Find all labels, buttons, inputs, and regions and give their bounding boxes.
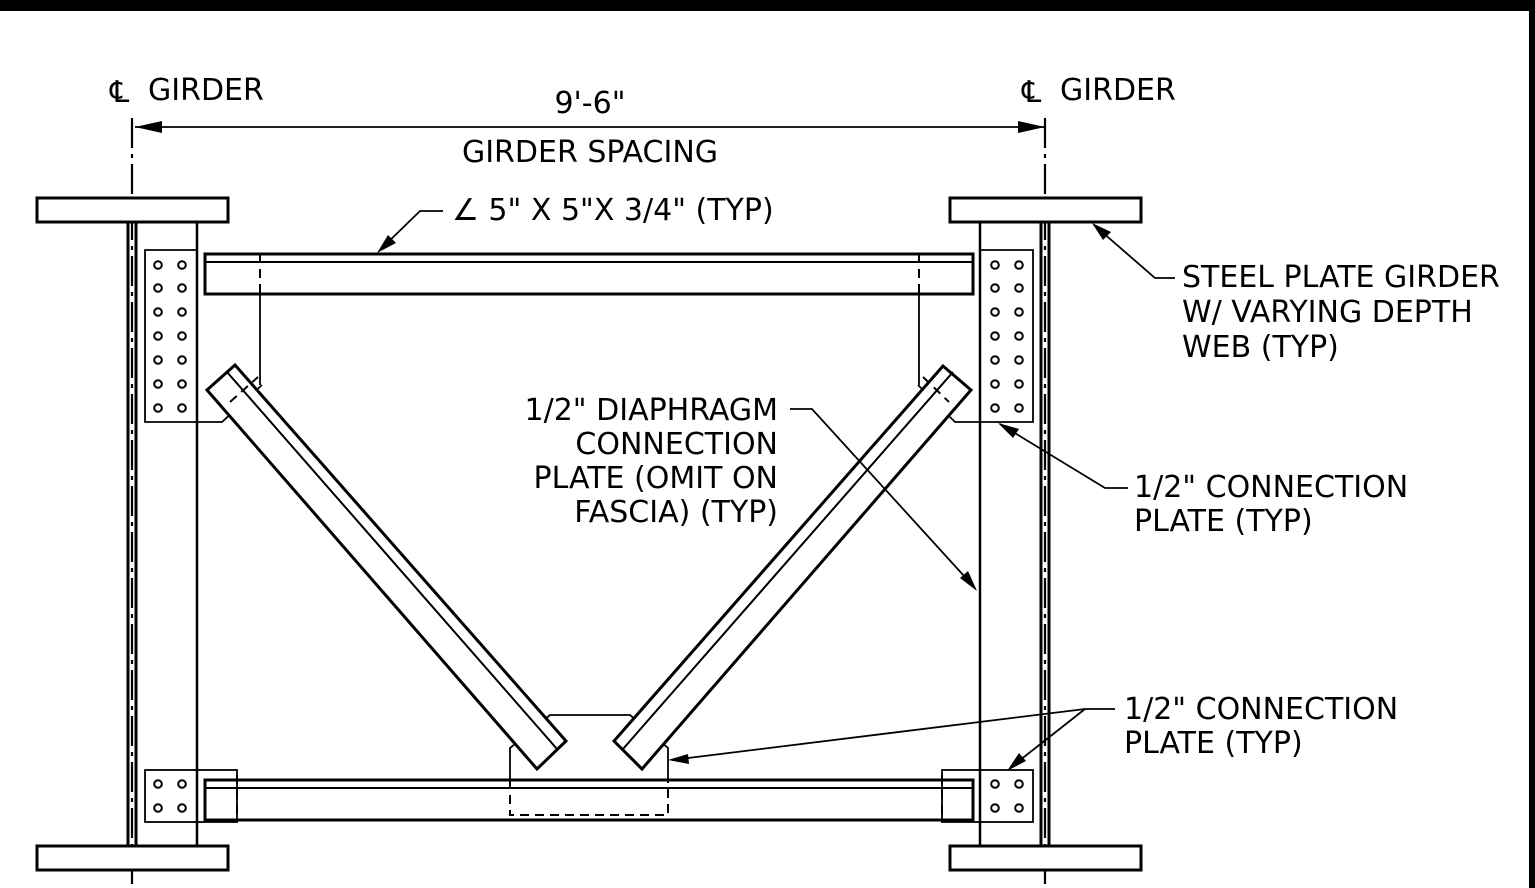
girder-note-leader <box>1092 223 1175 279</box>
right-bottom-flange <box>948 844 1143 872</box>
diaphragm-note-line-1: 1/2" DIAPHRAGM <box>525 393 779 428</box>
left-top-flange <box>35 196 230 224</box>
right-lower-connection-plate <box>941 769 1034 823</box>
top-border <box>0 0 1535 11</box>
diaphragm-note-line-3: PLATE (OMIT ON <box>534 461 778 496</box>
left-upper-bolt-group <box>153 260 187 413</box>
spacing-dimension <box>135 121 1045 133</box>
angle-note-leader <box>377 210 443 253</box>
spacing-value: 9'-6" <box>554 86 625 121</box>
conn-plate-upper-line-2: PLATE (TYP) <box>1134 504 1313 539</box>
right-lower-bolt-group <box>990 779 1024 813</box>
angle-note: ∠ 5" X 5"X 3/4" (TYP) <box>452 193 774 228</box>
conn-plate-lower-leader <box>668 708 1115 771</box>
conn-plate-lower-line-1: 1/2" CONNECTION <box>1124 692 1398 727</box>
diaphragm-note-leader <box>790 408 977 591</box>
left-bottom-flange <box>35 844 230 872</box>
left-diagonal-brace <box>204 362 569 772</box>
spacing-label: GIRDER SPACING <box>462 135 718 170</box>
cl-right-label: GIRDER <box>1060 73 1176 108</box>
girder-note-line-1: STEEL PLATE GIRDER <box>1182 260 1500 295</box>
right-border <box>1529 0 1535 888</box>
diaphragm-note-line-2: CONNECTION <box>575 427 778 462</box>
right-diagonal-brace <box>611 363 974 772</box>
cl-right-symbol: ℄ <box>1021 75 1041 110</box>
bottom-angle <box>203 778 975 822</box>
conn-plate-lower-line-2: PLATE (TYP) <box>1124 726 1303 761</box>
diaphragm-gusset-plate <box>509 714 669 816</box>
diaphragm-note-line-4: FASCIA) (TYP) <box>574 495 778 530</box>
right-top-flange <box>948 196 1143 224</box>
conn-plate-upper-line-1: 1/2" CONNECTION <box>1134 470 1408 505</box>
girder-note-line-3: WEB (TYP) <box>1182 330 1339 365</box>
left-lower-bolt-group <box>153 779 187 813</box>
left-lower-connection-plate <box>144 769 238 823</box>
conn-plate-upper-leader <box>998 423 1128 489</box>
cl-left-symbol: ℄ <box>109 75 129 110</box>
right-upper-bolt-group <box>990 260 1024 413</box>
cl-left-label: GIRDER <box>148 73 264 108</box>
girder-note-line-2: W/ VARYING DEPTH <box>1182 295 1473 330</box>
top-angle <box>203 252 975 296</box>
